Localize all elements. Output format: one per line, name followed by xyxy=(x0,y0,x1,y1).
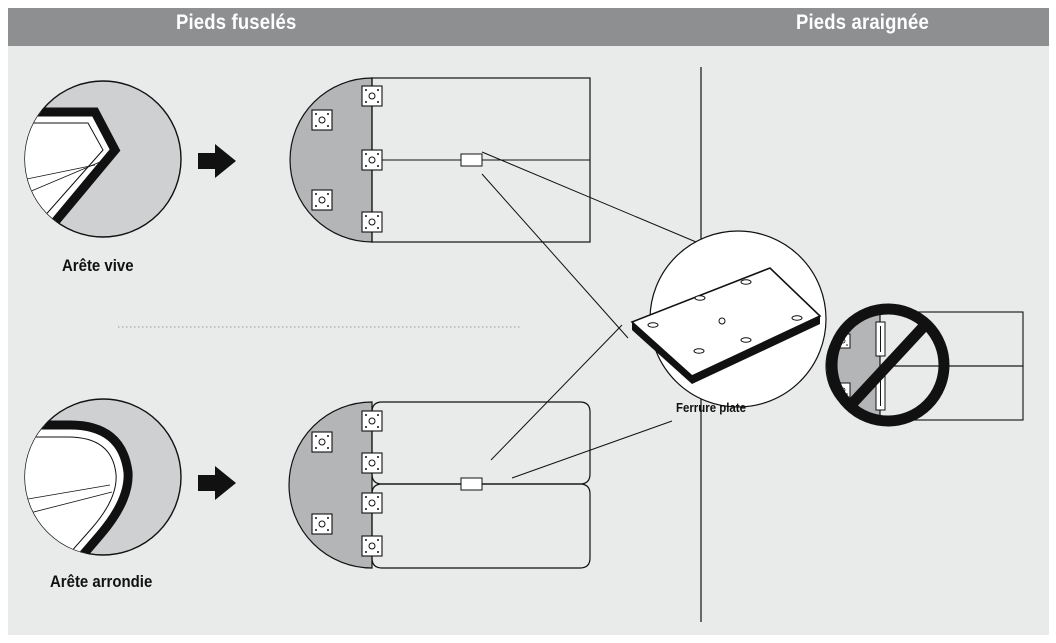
arrow-right-icon xyxy=(198,466,236,500)
caption-sharp-edge: Arête vive xyxy=(62,256,134,275)
arrow-right-icon xyxy=(198,144,236,178)
leader-lines xyxy=(481,151,709,479)
section-title-tapered-legs: Pieds fuselés xyxy=(176,11,297,34)
rounded-edge-detail xyxy=(24,398,182,556)
caption-rounded-edge: Arête arrondie xyxy=(50,572,153,591)
caption-flat-bracket: Ferrure plate xyxy=(676,400,746,415)
rounded-edge-table xyxy=(288,401,591,569)
sharp-edge-table xyxy=(289,77,591,243)
prohibition-icon xyxy=(826,303,950,427)
flat-bracket-detail xyxy=(630,230,827,408)
section-title-spider-legs: Pieds araignée xyxy=(796,11,929,34)
header-bar xyxy=(8,8,1049,46)
sharp-edge-detail xyxy=(24,80,182,238)
